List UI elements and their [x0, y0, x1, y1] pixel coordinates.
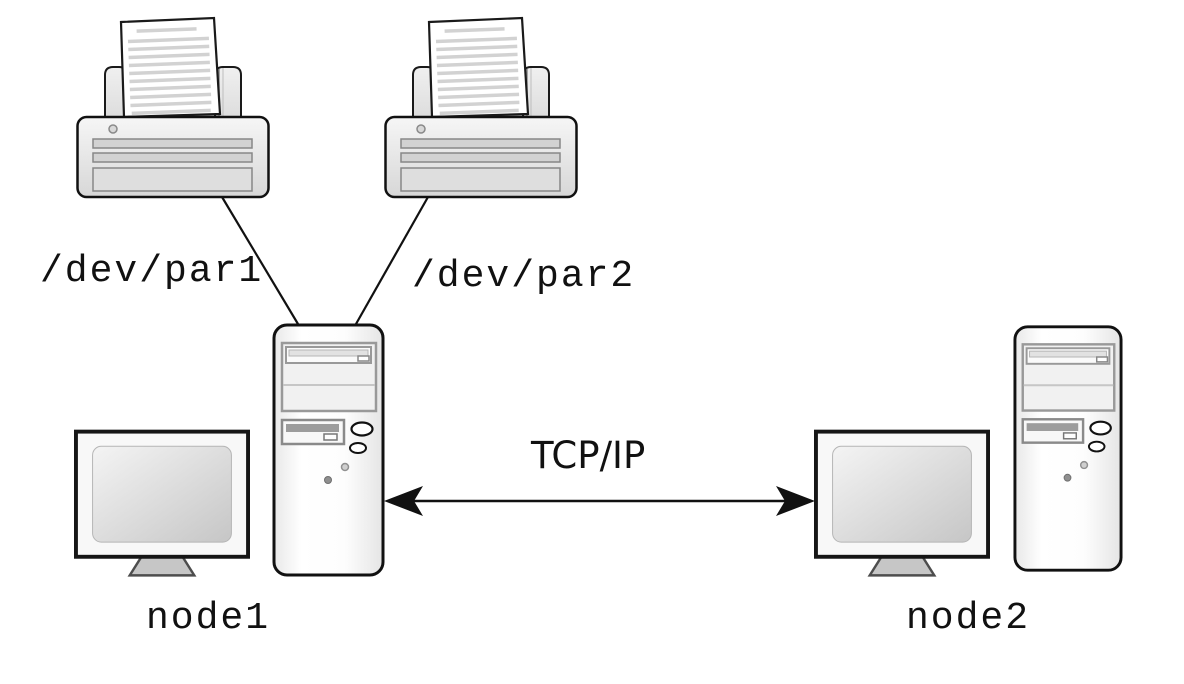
computer-tower-icon [1013, 325, 1123, 572]
monitor-icon [74, 429, 250, 577]
node2-label: node2 [906, 597, 1031, 640]
port-label-dev-par2: /dev/par2 [412, 255, 636, 298]
connection-label-tcpip: TCP/IP [531, 434, 646, 477]
printer-icon [384, 16, 578, 199]
monitor-icon [814, 429, 990, 577]
node1-label: node1 [146, 597, 271, 640]
printer-icon [76, 16, 270, 199]
computer-tower-icon [272, 323, 385, 577]
port-label-dev-par1: /dev/par1 [40, 250, 264, 293]
tcpip-arrow [384, 486, 815, 516]
